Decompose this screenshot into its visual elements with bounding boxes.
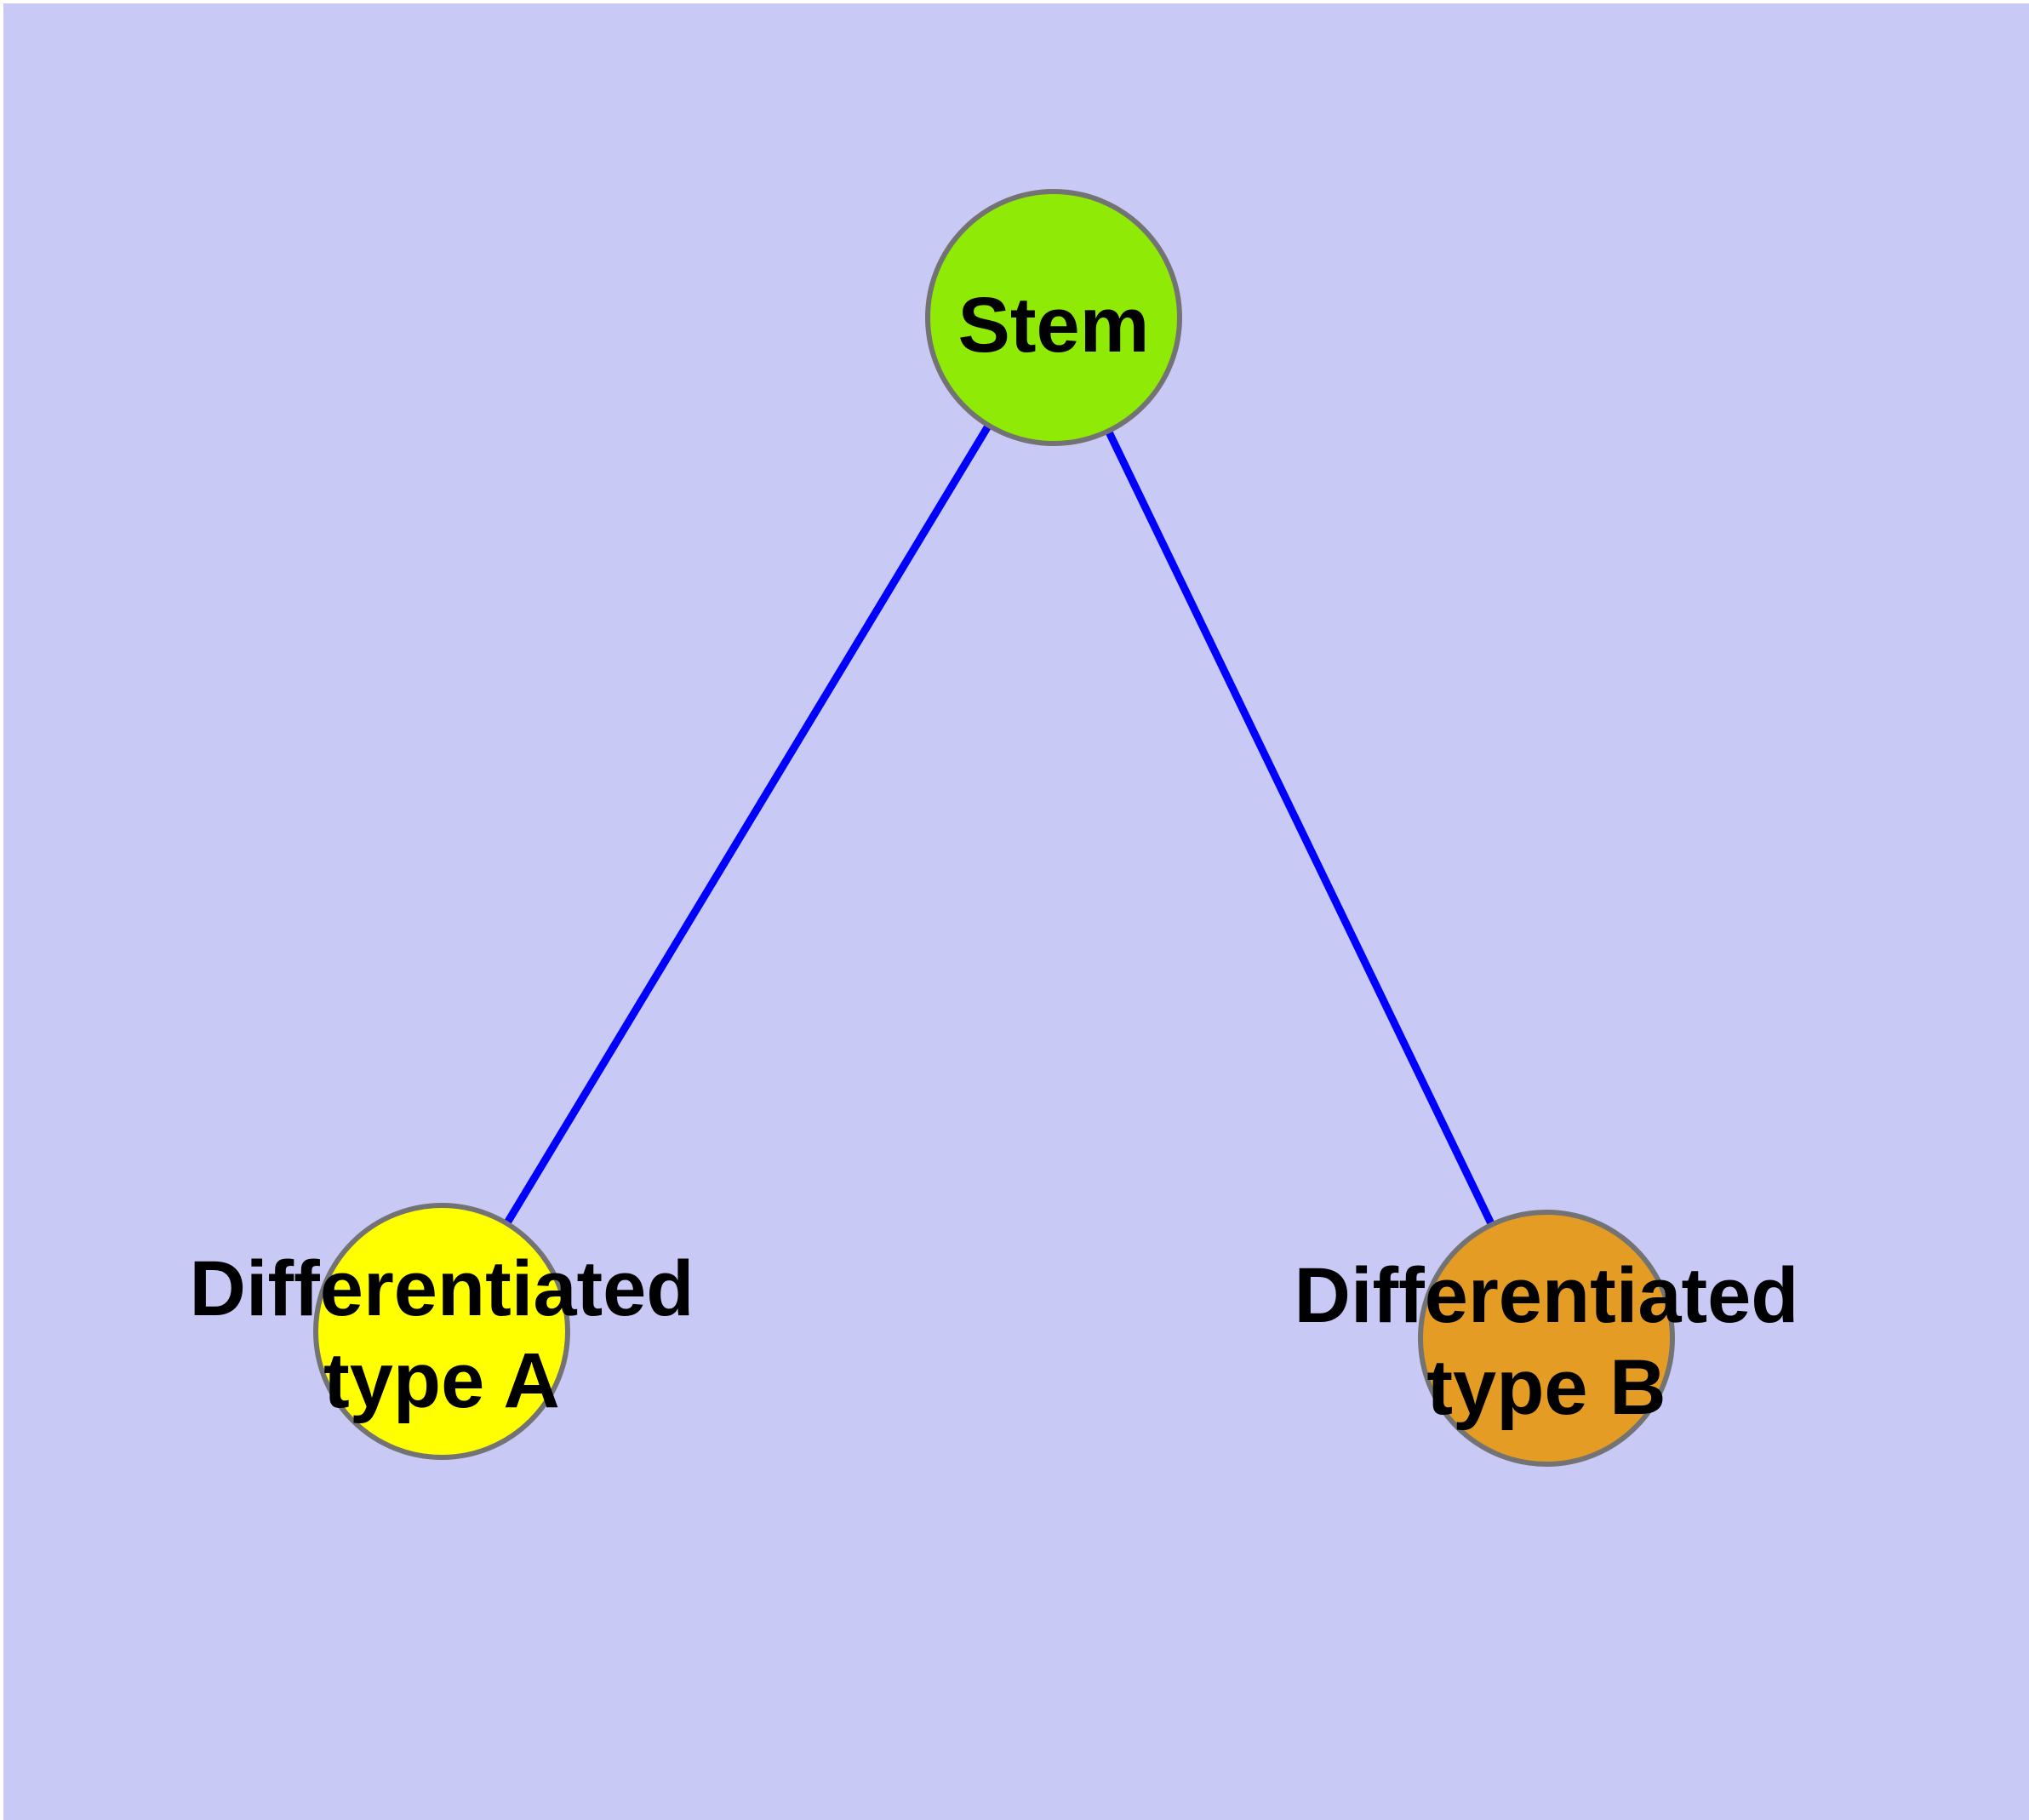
- stem-node: [925, 189, 1182, 446]
- edge-stem-to-type-a: [438, 315, 1057, 1334]
- type-a-node: [313, 1203, 570, 1460]
- type-a-label-line1: Differentiated: [190, 1245, 694, 1332]
- type-b-label-line2: type B: [1426, 1344, 1666, 1431]
- graph-svg: Stem Differentiated type A Differentiate…: [3, 3, 2029, 1820]
- type-b-node: [1418, 1210, 1675, 1467]
- stem-node-label: Stem: [958, 282, 1150, 369]
- type-b-label-line1: Differentiated: [1295, 1252, 1799, 1339]
- edge-stem-to-type-b: [1049, 316, 1551, 1340]
- type-a-label-line2: type A: [323, 1337, 560, 1424]
